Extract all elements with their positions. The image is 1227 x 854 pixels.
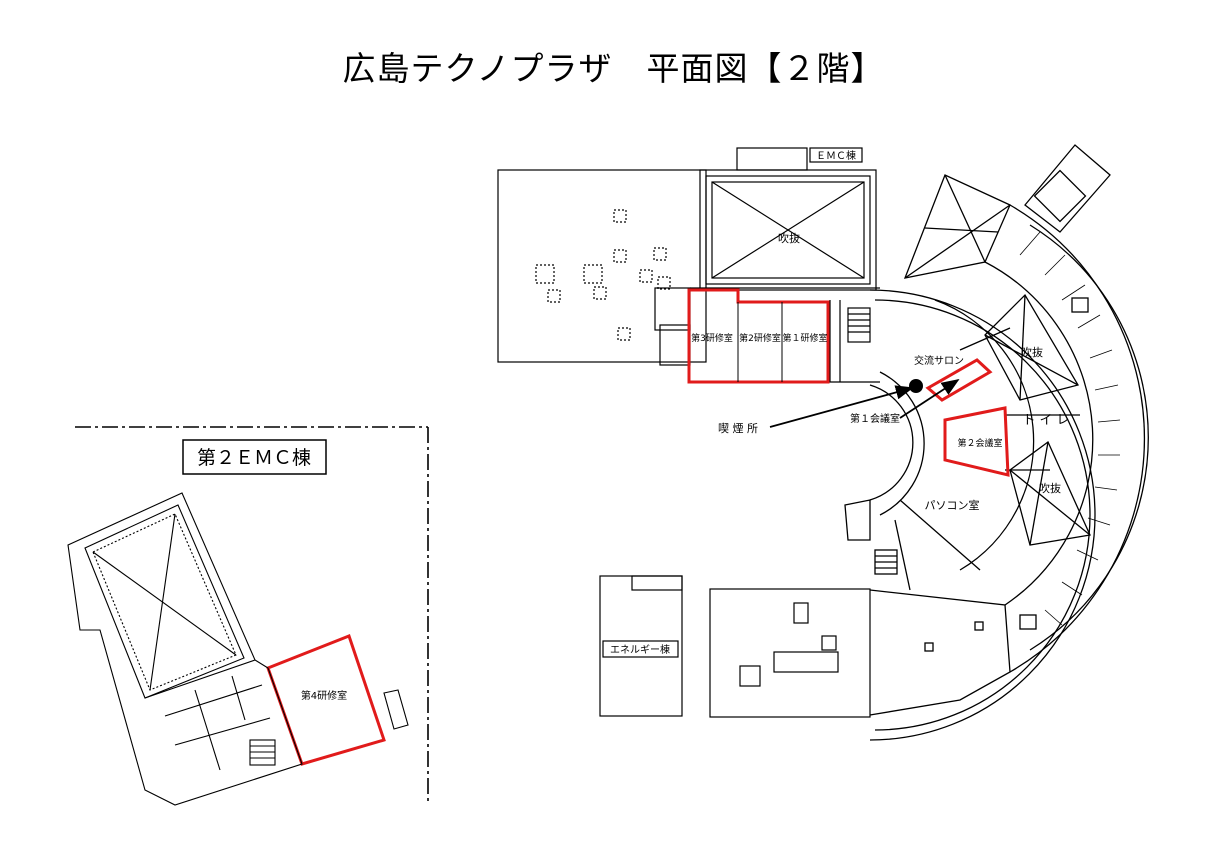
west-wing — [497, 169, 707, 366]
emc2-building — [67, 492, 409, 806]
emc2-area — [75, 426, 429, 805]
smoking-area-dot — [909, 379, 923, 393]
meeting1-label: 第１会議室 — [850, 412, 900, 425]
meeting2-highlight — [943, 406, 1010, 477]
energy-label: エネルギー棟 — [610, 643, 670, 656]
page-title: 広島テクノプラザ 平面図【２階】 — [342, 49, 885, 88]
void-label-right2: 吹抜 — [1039, 481, 1061, 495]
training3-highlight — [687, 288, 830, 384]
pc-room-label: パソコン室 — [925, 498, 980, 512]
training4-label: 第4研修室 — [301, 689, 347, 702]
void-label-top: 吹抜 — [778, 231, 800, 245]
training2-label: 第2研修室 — [739, 332, 781, 344]
training3-label: 第3研修室 — [691, 332, 733, 344]
emc2-label: 第２ＥＭＣ棟 — [197, 447, 311, 469]
energy-building — [599, 575, 683, 717]
meeting2-label: 第２会議室 — [957, 437, 1002, 449]
pointer-arrows — [769, 379, 960, 428]
void-label-right1: 吹抜 — [1021, 345, 1043, 359]
meeting1-highlight — [925, 358, 993, 402]
salon-label: 交流サロン — [914, 354, 964, 367]
emc-building — [699, 147, 877, 291]
training1-label: 第１研修室 — [782, 332, 827, 344]
smoking-label: 喫 煙 所 — [718, 422, 758, 435]
toilet-label: トイレ — [1022, 413, 1073, 428]
south-block — [709, 588, 871, 718]
emc-label: ＥＭＣ棟 — [816, 149, 856, 162]
